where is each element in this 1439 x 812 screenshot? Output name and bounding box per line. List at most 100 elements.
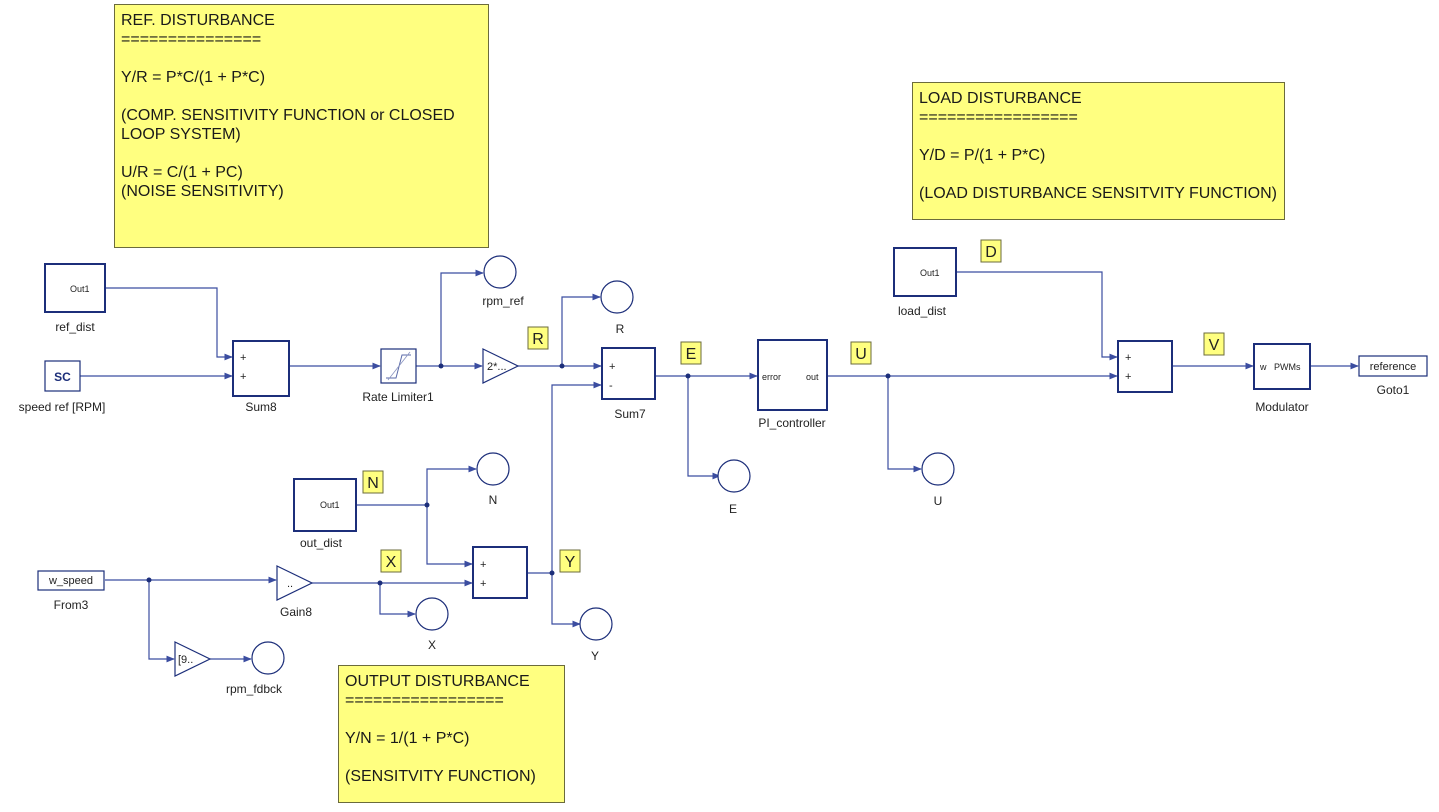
wire-load-dist [956, 271, 1118, 361]
note-description: (COMP. SENSITIVITY FUNCTION or CLOSED [121, 107, 455, 124]
wire-e-scope [687, 376, 721, 480]
from3-block[interactable]: w_speed From3 [37, 570, 105, 612]
scope-r[interactable]: R [600, 280, 634, 336]
ref-dist-label: ref_dist [55, 320, 95, 334]
gain9-block[interactable]: [9.. [174, 641, 212, 677]
svg-text:+: + [480, 559, 486, 571]
tag-x: X [380, 549, 402, 573]
svg-text:Out1: Out1 [320, 500, 340, 510]
note-description: (SENSITVITY FUNCTION) [345, 768, 536, 785]
svg-text:w_speed: w_speed [48, 575, 93, 587]
load-disturbance-note: LOAD DISTURBANCE ================= Y/D =… [912, 82, 1285, 220]
scope-x[interactable]: X [415, 597, 449, 652]
note-equation: U/R = C/(1 + PC) [121, 164, 243, 181]
svg-text:+: + [609, 361, 615, 373]
wire-n-scope [426, 465, 477, 505]
tag-v: V [1203, 332, 1225, 356]
tag-n: N [362, 470, 384, 494]
svg-text:out: out [806, 372, 819, 382]
wire-r-scope [561, 293, 601, 366]
wire-rpm-ref [440, 269, 484, 366]
wire-gain9-in [148, 580, 175, 663]
ref-dist-block[interactable]: Out1 ref_dist [44, 263, 106, 334]
goto1-label: Goto1 [1377, 383, 1410, 397]
scope-rpm-ref[interactable]: rpm_ref [482, 255, 524, 308]
scope-y[interactable]: Y [579, 607, 613, 663]
goto1-block[interactable]: reference Goto1 [1358, 355, 1428, 397]
svg-text:Out1: Out1 [70, 284, 90, 294]
svg-text:Out1: Out1 [920, 268, 940, 278]
note-rule: =============== [121, 31, 262, 48]
sum8-label: Sum8 [245, 400, 277, 414]
svg-text:E: E [686, 346, 697, 363]
note-equation: Y/D = P/(1 + P*C) [919, 147, 1046, 164]
speed-ref-block[interactable]: SC speed ref [RPM] [19, 360, 106, 414]
sum7-block[interactable]: + - Sum7 [601, 347, 656, 421]
out-dist-block[interactable]: Out1 out_dist [293, 478, 357, 550]
tag-d: D [980, 239, 1002, 263]
tag-u: U [850, 341, 872, 365]
speed-ref-label: speed ref [RPM] [19, 400, 106, 414]
wire-u-scope [887, 376, 922, 473]
from3-label: From3 [54, 598, 89, 612]
svg-text:rpm_fdbck: rpm_fdbck [226, 682, 283, 696]
svg-text:Y: Y [591, 649, 599, 663]
note-equation: Y/N = 1/(1 + P*C) [345, 730, 470, 747]
gain-rpm-block[interactable]: 2*... [482, 348, 520, 384]
rate-limiter-block[interactable]: Rate Limiter1 [362, 348, 434, 404]
note-title: LOAD DISTURBANCE [919, 90, 1082, 107]
svg-text:-: - [609, 380, 613, 392]
svg-text:U: U [934, 494, 943, 508]
wire-y-scope [551, 573, 581, 628]
svg-text:E: E [729, 502, 737, 516]
wire-out-dist [356, 504, 473, 568]
svg-text:R: R [532, 331, 544, 348]
svg-text:X: X [386, 554, 397, 571]
svg-text:reference: reference [1370, 361, 1416, 373]
svg-text:..: .. [287, 578, 293, 590]
scope-u[interactable]: U [921, 452, 955, 508]
scope-e[interactable]: E [717, 459, 751, 516]
modulator-block[interactable]: w PWMs Modulator [1253, 343, 1311, 414]
svg-text:PWMs: PWMs [1274, 362, 1301, 372]
tag-y: Y [559, 549, 581, 573]
ref-disturbance-note: REF. DISTURBANCE =============== Y/R = P… [114, 4, 489, 248]
svg-text:N: N [489, 493, 498, 507]
svg-text:U: U [855, 346, 867, 363]
sum8-block[interactable]: + + Sum8 [232, 340, 290, 414]
rate-limiter-label: Rate Limiter1 [362, 390, 434, 404]
scope-rpm-fdbck[interactable]: rpm_fdbck [226, 641, 285, 696]
svg-text:+: + [480, 578, 486, 590]
load-dist-label: load_dist [898, 304, 947, 318]
svg-text:+: + [1125, 352, 1131, 364]
note-rule: ================= [345, 692, 504, 709]
pi-controller-block[interactable]: error out PI_controller [757, 339, 828, 430]
gain8-label: Gain8 [280, 605, 312, 619]
svg-text:error: error [762, 372, 781, 382]
sum-v-block[interactable]: + + [1117, 340, 1173, 393]
sc-icon: SC [54, 370, 71, 384]
svg-text:[9..: [9.. [178, 654, 193, 666]
wires [80, 269, 1359, 663]
svg-text:+: + [240, 371, 246, 383]
sum-y-block[interactable]: + + [472, 546, 528, 599]
load-dist-block[interactable]: Out1 load_dist [893, 247, 957, 318]
tag-e: E [680, 341, 702, 365]
svg-text:rpm_ref: rpm_ref [482, 294, 524, 308]
wire-feedback [527, 381, 602, 574]
svg-text:R: R [616, 322, 625, 336]
svg-text:+: + [1125, 371, 1131, 383]
note-description: LOOP SYSTEM) [121, 126, 241, 143]
out-dist-label: out_dist [300, 536, 343, 550]
note-description: (NOISE SENSITIVITY) [121, 183, 284, 200]
note-title: REF. DISTURBANCE [121, 12, 275, 29]
junctions [146, 363, 891, 586]
scope-n[interactable]: N [476, 452, 510, 507]
output-disturbance-note: OUTPUT DISTURBANCE ================= Y/N… [338, 665, 565, 803]
sum7-label: Sum7 [614, 407, 646, 421]
note-equation: Y/R = P*C/(1 + P*C) [121, 69, 266, 86]
note-description: (LOAD DISTURBANCE SENSITVITY FUNCTION) [919, 185, 1277, 202]
wire-x-scope [379, 583, 416, 618]
gain8-block[interactable]: .. Gain8 [276, 565, 314, 619]
